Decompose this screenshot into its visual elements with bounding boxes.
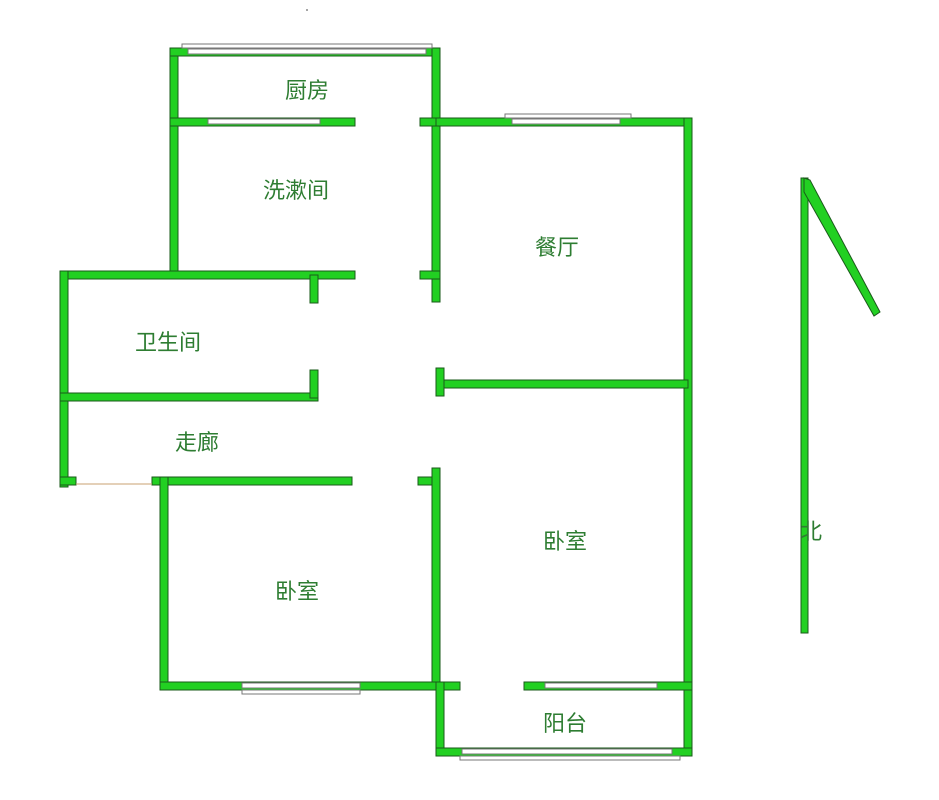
room-label-washroom: 洗漱间 xyxy=(263,179,330,204)
walls xyxy=(59,47,693,757)
room-label-bathroom: 卫生间 xyxy=(135,331,202,356)
north-label: 北 xyxy=(800,520,823,545)
room-label-corridor: 走廊 xyxy=(175,431,220,456)
north-arrow xyxy=(800,177,881,634)
room-label-kitchen: 厨房 xyxy=(285,79,330,104)
room-label-dining: 餐厅 xyxy=(535,236,580,261)
room-label-balcony: 阳台 xyxy=(543,712,588,737)
room-label-bedroom-right: 卧室 xyxy=(543,530,588,555)
windows xyxy=(181,43,681,761)
room-label-bedroom-left: 卧室 xyxy=(275,580,320,605)
